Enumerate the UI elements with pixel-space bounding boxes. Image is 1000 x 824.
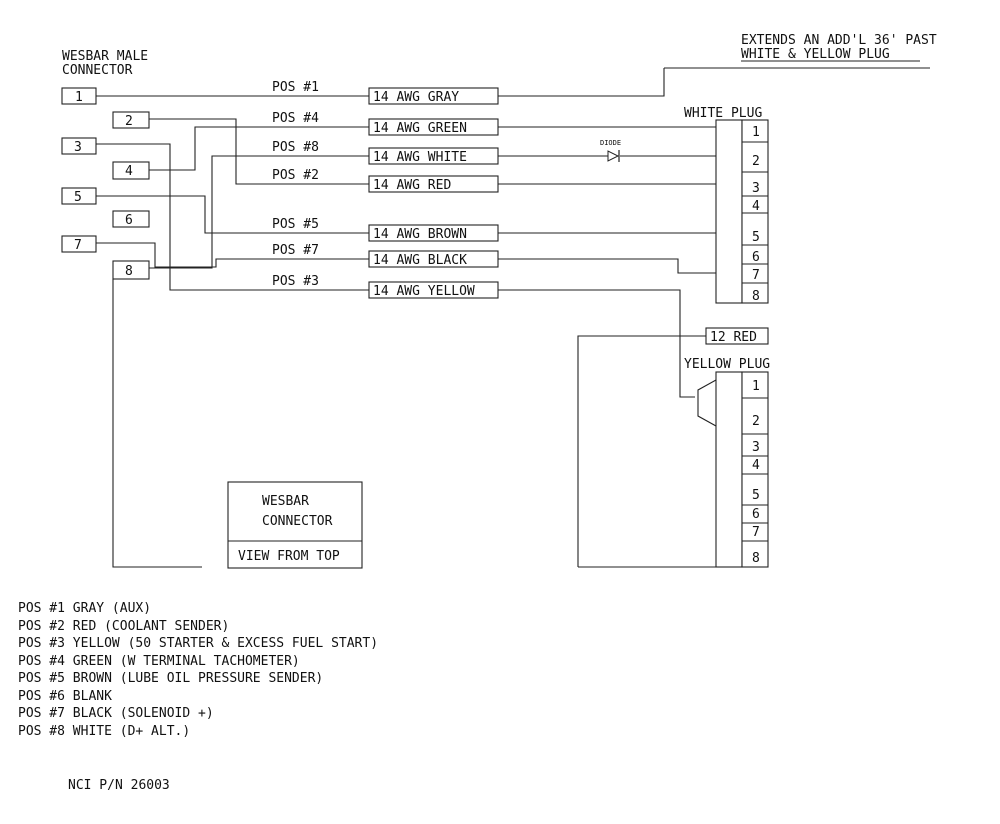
wire-label-red: 14 AWG RED <box>368 175 499 193</box>
connector-pin-8: 8 <box>112 260 150 280</box>
wire-label-green: 14 AWG GREEN <box>368 118 499 136</box>
svg-text:14 AWG GRAY: 14 AWG GRAY <box>373 90 459 105</box>
red-12-label: 12 RED <box>705 327 769 345</box>
yellow-plug-pin-label: 5 <box>752 488 760 503</box>
view-box-line-2: CONNECTOR <box>262 514 333 529</box>
legend-row: POS #5 BROWN (LUBE OIL PRESSURE SENDER) <box>18 671 324 686</box>
diode-symbol: DIODE <box>600 139 621 162</box>
wesbar-view-box: WESBAR CONNECTOR VIEW FROM TOP <box>227 481 363 569</box>
svg-text:14 AWG RED: 14 AWG RED <box>373 178 451 193</box>
note-line-2: WHITE & YELLOW PLUG <box>741 47 890 62</box>
pos-label: POS #2 <box>272 168 319 183</box>
white-plug: 1 2 3 4 5 6 7 8 <box>715 119 769 304</box>
svg-text:2: 2 <box>125 114 133 129</box>
connector-pin-5: 5 <box>61 187 97 205</box>
wiring-paths <box>96 68 716 568</box>
yellow-plug-jumper <box>697 379 717 427</box>
white-plug-pin-label: 3 <box>752 181 760 196</box>
wire-label-white: 14 AWG WHITE <box>368 147 499 165</box>
connector-pin-2: 2 <box>112 111 150 129</box>
pos-label: POS #5 <box>272 217 319 232</box>
white-plug-pin-label: 7 <box>752 268 760 283</box>
white-plug-title: WHITE PLUG <box>684 106 762 121</box>
legend-row: POS #7 BLACK (SOLENOID +) <box>18 706 214 721</box>
svg-text:14 AWG BROWN: 14 AWG BROWN <box>373 227 467 242</box>
pos-label: POS #1 <box>272 80 319 95</box>
yellow-plug-pin-label: 1 <box>752 379 760 394</box>
white-plug-pin-label: 2 <box>752 154 760 169</box>
view-box-line-3: VIEW FROM TOP <box>238 549 340 564</box>
yellow-plug-pin-label: 8 <box>752 551 760 566</box>
yellow-plug-pin-label: 2 <box>752 414 760 429</box>
svg-text:4: 4 <box>125 164 133 179</box>
white-plug-pin-label: 1 <box>752 125 760 140</box>
wire-label-brown: 14 AWG BROWN <box>368 224 499 242</box>
wire-label-black: 14 AWG BLACK <box>368 250 499 268</box>
note-line-1: EXTENDS AN ADD'L 36' PAST <box>741 33 937 48</box>
svg-text:14 AWG BLACK: 14 AWG BLACK <box>373 253 467 268</box>
yellow-plug-pin-label: 6 <box>752 507 760 522</box>
position-labels: POS #1 POS #4 POS #8 POS #2 POS #5 POS #… <box>272 80 319 289</box>
legend-row: POS #2 RED (COOLANT SENDER) <box>18 618 230 634</box>
diode-label: DIODE <box>600 139 621 147</box>
svg-text:5: 5 <box>74 190 82 205</box>
legend-row: POS #3 YELLOW (50 STARTER & EXCESS FUEL … <box>18 636 379 651</box>
svg-text:14 AWG GREEN: 14 AWG GREEN <box>373 121 467 136</box>
position-legend: POS #1 GRAY (AUX) POS #2 RED (COOLANT SE… <box>18 600 378 740</box>
svg-text:3: 3 <box>74 140 82 155</box>
white-plug-pin-label: 5 <box>752 230 760 245</box>
svg-text:1: 1 <box>75 90 83 105</box>
pos-label: POS #7 <box>272 243 319 258</box>
legend-row: POS #8 WHITE (D+ ALT.) <box>18 723 191 739</box>
yellow-plug-title: YELLOW PLUG <box>684 357 770 372</box>
connector-title-line-1: WESBAR MALE <box>62 49 148 64</box>
connector-pin-6: 6 <box>112 210 150 228</box>
white-plug-pin-label: 4 <box>752 199 760 214</box>
white-plug-pin-label: 6 <box>752 250 760 265</box>
svg-text:14 AWG WHITE: 14 AWG WHITE <box>373 150 467 165</box>
yellow-plug-pin-label: 4 <box>752 458 760 473</box>
connector-pin-1: 1 <box>61 87 97 105</box>
yellow-plug-pin-label: 3 <box>752 440 760 455</box>
svg-text:6: 6 <box>125 213 133 228</box>
pos-label: POS #3 <box>272 274 319 289</box>
connector-pin-7: 7 <box>61 235 97 253</box>
part-number: NCI P/N 26003 <box>68 778 170 793</box>
svg-text:14 AWG YELLOW: 14 AWG YELLOW <box>373 284 475 299</box>
pos-label: POS #8 <box>272 140 319 155</box>
legend-row: POS #6 BLANK <box>18 688 112 704</box>
connector-pin-3: 3 <box>61 137 97 155</box>
svg-text:7: 7 <box>74 238 82 253</box>
wire-label-gray: 14 AWG GRAY <box>368 87 499 105</box>
yellow-plug: 1 2 3 4 5 6 7 8 <box>715 371 769 568</box>
view-box-line-1: WESBAR <box>262 494 309 509</box>
legend-row: POS #1 GRAY (AUX) <box>18 601 152 616</box>
connector-title-line-2: CONNECTOR <box>62 63 133 78</box>
wire-label-yellow: 14 AWG YELLOW <box>368 281 499 299</box>
svg-text:8: 8 <box>125 264 133 279</box>
connector-pin-4: 4 <box>112 161 150 180</box>
pos-label: POS #4 <box>272 111 319 126</box>
legend-row: POS #4 GREEN (W TERMINAL TACHOMETER) <box>18 653 300 669</box>
svg-text:12 RED: 12 RED <box>710 330 757 345</box>
white-plug-pin-label: 8 <box>752 289 760 304</box>
yellow-plug-pin-label: 7 <box>752 525 760 540</box>
